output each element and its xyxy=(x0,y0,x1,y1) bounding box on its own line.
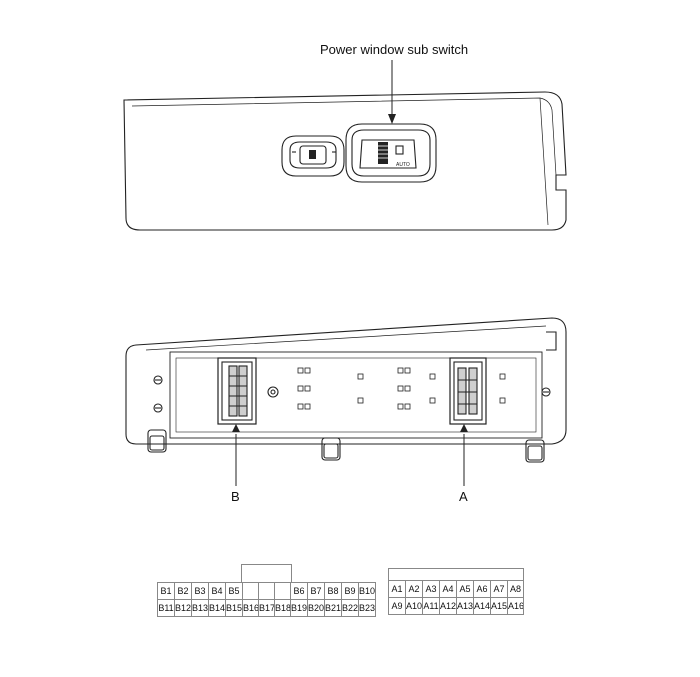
pin-cell: A15 xyxy=(490,597,508,615)
connector-b-label: B xyxy=(231,489,240,504)
pin-cell: B17 xyxy=(258,599,275,617)
pin-cell: B5 xyxy=(225,582,243,600)
pin-cell: A14 xyxy=(473,597,491,615)
pin-cell: B4 xyxy=(208,582,226,600)
pin-cell: A12 xyxy=(439,597,457,615)
pin-cell: B22 xyxy=(341,599,359,617)
pin-cell-empty xyxy=(258,582,275,600)
connector-a-key xyxy=(388,568,524,581)
pin-cell: A16 xyxy=(507,597,524,615)
window-lock-switch xyxy=(281,135,345,177)
connector-b-key xyxy=(241,564,292,583)
pin-cell: B12 xyxy=(174,599,192,617)
connector-a-leader xyxy=(460,424,468,486)
connector-b-leader xyxy=(232,424,240,486)
pin-cell: B21 xyxy=(324,599,342,617)
switch-bottom-view xyxy=(125,317,567,463)
pin-cell: A1 xyxy=(388,580,406,598)
connector-b-row-1: B1 B2 B3 B4 B5 B6 B7 B8 B9 B10 xyxy=(157,582,376,600)
pin-cell: B11 xyxy=(157,599,175,617)
pin-cell-empty xyxy=(242,582,259,600)
pin-cell-empty xyxy=(274,582,291,600)
sub-switch-label: Power window sub switch xyxy=(320,42,469,57)
pin-cell: B18 xyxy=(274,599,291,617)
pin-cell: B8 xyxy=(324,582,342,600)
sub-switch-leader xyxy=(388,60,396,124)
switch-top-view: AUTO xyxy=(123,91,567,231)
pin-cell: A5 xyxy=(456,580,474,598)
connector-a-pin-table: A1 A2 A3 A4 A5 A6 A7 A8 A9 A10 A11 A12 A… xyxy=(388,580,524,615)
pin-cell: B3 xyxy=(191,582,209,600)
connector-a-housing xyxy=(449,357,487,425)
connector-b-housing xyxy=(217,357,257,425)
pin-cell: A3 xyxy=(422,580,440,598)
pin-cell: A6 xyxy=(473,580,491,598)
pin-cell: B2 xyxy=(174,582,192,600)
pin-cell: B14 xyxy=(208,599,226,617)
pin-cell: A13 xyxy=(456,597,474,615)
window-auto-switch: AUTO xyxy=(345,123,437,183)
connector-a-row-2: A9 A10 A11 A12 A13 A14 A15 A16 xyxy=(388,597,524,615)
pin-cell: A7 xyxy=(490,580,508,598)
pin-cell: A8 xyxy=(507,580,524,598)
svg-text:AUTO: AUTO xyxy=(396,162,410,168)
pin-cell: A9 xyxy=(388,597,406,615)
connector-a-label: A xyxy=(459,489,468,504)
pin-cell: A2 xyxy=(405,580,423,598)
pin-cell: B16 xyxy=(242,599,259,617)
pin-cell: B7 xyxy=(307,582,325,600)
pin-cell: B6 xyxy=(290,582,308,600)
pin-cell: B1 xyxy=(157,582,175,600)
pin-cell: B9 xyxy=(341,582,359,600)
pin-cell: B10 xyxy=(358,582,376,600)
connector-b-pin-table: B1 B2 B3 B4 B5 B6 B7 B8 B9 B10 B11 B12 B… xyxy=(157,582,376,617)
connector-b-row-2: B11 B12 B13 B14 B15 B16 B17 B18 B19 B20 … xyxy=(157,599,376,617)
pin-cell: B19 xyxy=(290,599,308,617)
pin-cell: B13 xyxy=(191,599,209,617)
pin-cell: B23 xyxy=(358,599,376,617)
pin-cell: B15 xyxy=(225,599,243,617)
pin-cell: A11 xyxy=(422,597,440,615)
pin-cell: A10 xyxy=(405,597,423,615)
pin-cell: A4 xyxy=(439,580,457,598)
pin-cell: B20 xyxy=(307,599,325,617)
connector-a-row-1: A1 A2 A3 A4 A5 A6 A7 A8 xyxy=(388,580,524,598)
